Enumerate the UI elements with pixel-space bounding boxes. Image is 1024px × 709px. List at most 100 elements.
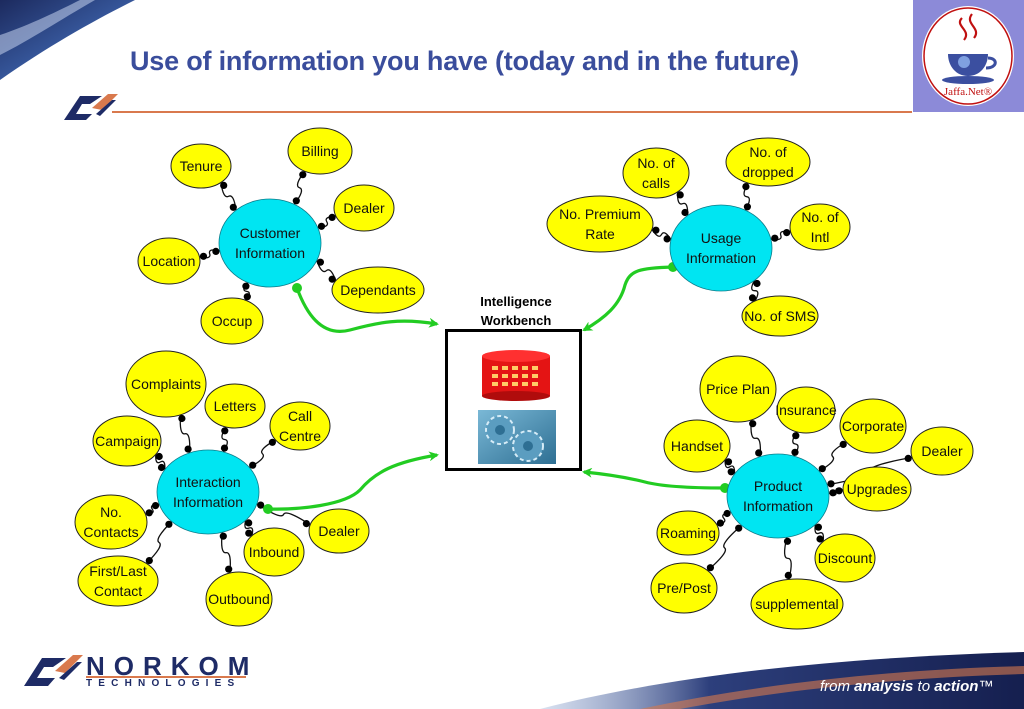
tagline-post: action [934,678,979,695]
leaf-location [137,237,201,285]
hub-product-information [726,453,830,539]
leaf-no-of-sms [741,295,819,337]
connector-dot [676,191,684,199]
connector-dot [229,203,237,211]
connector-dot [220,181,228,189]
company-subtitle: TECHNOLOGIES [86,678,241,689]
leaf-call-centre [269,401,331,451]
connector-line [651,229,672,240]
leaf-label: Upgrades [847,481,908,497]
connector-line [316,260,337,282]
leaf-label: Dealer [921,443,963,459]
leaf-occup [200,297,264,345]
connector-dot [716,519,725,527]
connector-dot [155,452,163,461]
connector-dot [749,420,757,428]
connector-dot [220,444,229,452]
database-icon [482,350,550,401]
connector-dot [827,480,835,488]
connector-dot [242,282,250,290]
norkom-logo-icon [24,655,83,686]
leaf-label: Corporate [842,418,904,434]
connector-dot [157,463,166,472]
coffee-cup-icon [922,6,1014,106]
connector-dot [151,502,160,510]
leaf-label: Location [143,253,196,269]
workbench-label-line1: Intelligence [480,294,552,309]
leaf-label: No.Contacts [83,504,138,540]
leaf-label: Campaign [95,433,159,449]
leaf-pre-post [650,562,718,614]
leaf-label: Occup [212,313,253,329]
leaf-no-of-intl [789,203,851,251]
corner-swoosh-graphic [0,0,135,80]
connector-line [676,191,689,216]
connector-dot [243,293,251,301]
leaf-label: Dealer [318,523,360,539]
leaf-tenure [170,143,232,189]
leaf-dealer [333,184,395,232]
tagline-bold: analysis [854,678,914,695]
connector-dot [743,203,752,211]
leaf-supplemental [750,578,844,630]
leaf-label: Insurance [775,402,837,418]
leaf-label: Roaming [660,525,716,541]
connector-dot [723,509,731,518]
connector-dot [771,234,779,242]
connector-dot [792,432,800,440]
connector-dot [165,520,173,528]
flow-arrow [582,467,726,490]
norkom-mark-icon [64,94,118,120]
connector-line [179,414,191,453]
connector-dot [328,275,336,283]
leaf-dealer [910,426,974,476]
connector-dot [835,487,843,495]
workbench-box [445,329,582,471]
gears-icon [478,410,556,464]
connector-line [707,524,743,571]
workbench-label-line2: Workbench [480,313,552,328]
footer-banner-graphic [540,652,1024,709]
title-rule [112,111,912,113]
connector-dot [818,465,826,473]
tagline: from analysis to action™ [820,678,993,695]
leaf-upgrades [842,466,912,512]
connector-dot [249,461,257,469]
connector-dot [727,468,735,476]
leaf-price-plan [699,355,777,423]
leaf-no-of-calls [622,147,690,199]
leaf-label: No. of SMS [744,308,816,324]
connector-dot [199,252,208,260]
connector-line [221,532,231,574]
connector-dot [755,449,763,457]
leaf-dealer [308,508,370,554]
leaf-label: Dealer [343,200,385,216]
leaf-handset [663,419,731,473]
connector-dot [317,222,326,230]
jaffa-logo: Jaffa.Net® [913,0,1024,112]
tagline-mid: to [913,678,935,695]
connector-dot [245,529,253,537]
leaf-label: Billing [301,143,338,159]
leaf-label: Outbound [208,591,270,607]
connector-dot [681,208,689,217]
page-title: Use of information you have (today and i… [130,46,799,76]
connector-dot [652,226,660,234]
leaf-discount [814,533,876,583]
connector-dot [302,520,310,528]
leaf-label: supplemental [755,596,838,612]
leaf-label: Dependants [340,282,416,298]
leaf-billing [287,127,353,175]
connector-line [750,419,762,457]
connector-dot [221,427,229,435]
connector-dot [219,532,227,540]
